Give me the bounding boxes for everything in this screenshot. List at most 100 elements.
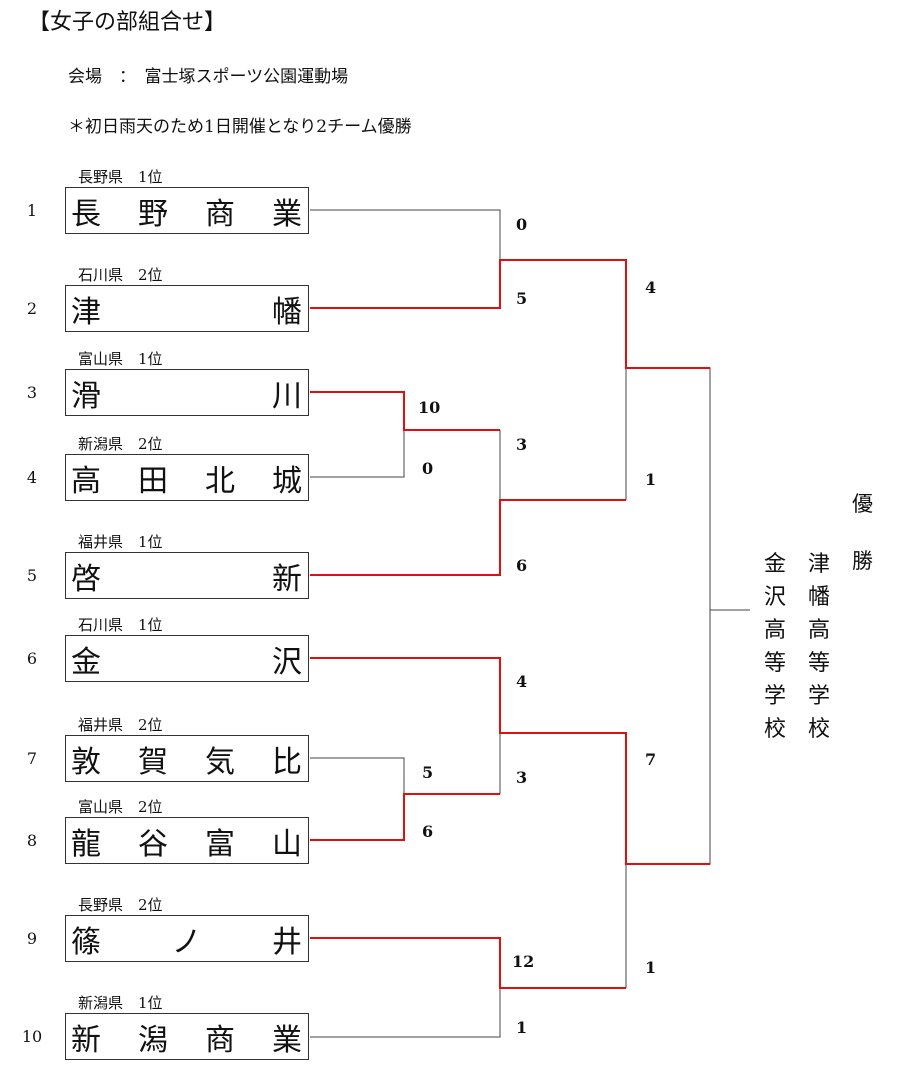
team-name-char: 北 xyxy=(205,463,235,499)
prefecture-rank: 福井県 1位 xyxy=(78,533,163,551)
line-t7 xyxy=(310,757,405,794)
champion-char: 幡 xyxy=(807,585,830,610)
score: 0 xyxy=(516,215,528,234)
prefecture-rank: 長野県 2位 xyxy=(78,896,163,914)
line-final xyxy=(626,367,711,865)
prefecture-rank: 長野県 1位 xyxy=(78,168,163,186)
score: 1 xyxy=(645,958,657,977)
champion-team-1: 津幡高等学校 xyxy=(804,548,834,746)
prefecture-rank: 石川県 2位 xyxy=(78,266,163,284)
team-name-box: 滑川 xyxy=(65,369,309,416)
team-name-char: 井 xyxy=(272,924,302,960)
score: 1 xyxy=(516,1018,528,1037)
venue-text: 会場 ： 富士塚スポーツ公園運動場 xyxy=(68,67,349,87)
score: 10 xyxy=(418,398,441,417)
seed-number: 2 xyxy=(26,299,38,318)
team-name-char: 富 xyxy=(205,826,235,862)
team-name-char: 商 xyxy=(205,1022,235,1058)
champion-char: 等 xyxy=(807,651,830,676)
win-t6 xyxy=(310,657,710,865)
win-t9 xyxy=(310,937,626,989)
score: 5 xyxy=(422,763,434,782)
prefecture-rank: 新潟県 1位 xyxy=(78,994,163,1012)
prefecture-rank: 福井県 2位 xyxy=(78,716,163,734)
team-name-box: 敦賀気比 xyxy=(65,735,309,782)
page-title: 【女子の部組合せ】 xyxy=(28,10,227,35)
team-name-char: 沢 xyxy=(272,644,302,680)
prefecture-rank: 富山県 2位 xyxy=(78,798,163,816)
team-name-box: 高田北城 xyxy=(65,454,309,501)
team-name-char: 川 xyxy=(272,378,302,414)
seed-number: 10 xyxy=(21,1027,43,1046)
champion-team-2: 金沢高等学校 xyxy=(760,548,790,746)
team-name-char: 津 xyxy=(71,294,101,330)
team-name-char: 高 xyxy=(71,463,101,499)
note-text: ＊初日雨天のため1日開催となり2チーム優勝 xyxy=(68,117,412,137)
score: 12 xyxy=(512,952,535,971)
team-name-char: 野 xyxy=(138,196,168,232)
team-name-char: 啓 xyxy=(71,561,101,597)
score: 3 xyxy=(516,435,528,454)
team-name-box: 津幡 xyxy=(65,285,309,332)
team-name-char: 幡 xyxy=(272,294,302,330)
team-name-char: 賀 xyxy=(138,744,168,780)
team-name-char: 金 xyxy=(71,644,101,680)
champion-label-2: 勝 xyxy=(852,549,873,573)
seed-number: 8 xyxy=(26,831,38,850)
score: 7 xyxy=(645,750,657,769)
score: 6 xyxy=(516,556,528,575)
score: 6 xyxy=(422,822,434,841)
champion-label-1: 優 xyxy=(852,492,873,516)
team-name-box: 金沢 xyxy=(65,635,309,682)
champion-char: 等 xyxy=(763,651,786,676)
prefecture-rank: 富山県 1位 xyxy=(78,350,163,368)
team-name-char: 谷 xyxy=(138,826,168,862)
champion-char: 学 xyxy=(763,684,786,709)
team-name-char: 比 xyxy=(272,744,302,780)
score: 0 xyxy=(422,459,434,478)
team-name-char: 敦 xyxy=(71,744,101,780)
champion-char: 学 xyxy=(807,684,830,709)
seed-number: 1 xyxy=(26,201,38,220)
team-name-box: 啓新 xyxy=(65,552,309,599)
champion-char: 金 xyxy=(763,552,786,577)
champion-char: 高 xyxy=(763,618,786,643)
seed-number: 4 xyxy=(26,468,38,487)
champion-char: 校 xyxy=(763,717,786,742)
team-name-char: ノ xyxy=(171,924,202,960)
line-t4 xyxy=(310,430,405,478)
score: 5 xyxy=(516,289,528,308)
seed-number: 6 xyxy=(26,649,38,668)
prefecture-rank: 新潟県 2位 xyxy=(78,435,163,453)
score: 1 xyxy=(645,470,657,489)
team-name-box: 新潟商業 xyxy=(65,1013,309,1060)
team-name-box: 篠ノ井 xyxy=(65,915,309,962)
win-t3 xyxy=(310,391,500,431)
line-t1 xyxy=(310,209,501,260)
champion-char: 校 xyxy=(807,717,830,742)
team-name-char: 滑 xyxy=(71,378,101,414)
seed-number: 5 xyxy=(26,566,38,585)
team-name-char: 新 xyxy=(71,1022,101,1058)
win-t5 xyxy=(310,499,626,576)
team-name-char: 篠 xyxy=(71,924,101,960)
team-name-char: 新 xyxy=(272,561,302,597)
team-name-char: 長 xyxy=(71,196,101,232)
score: 4 xyxy=(645,278,657,297)
seed-number: 7 xyxy=(26,749,38,768)
prefecture-rank: 石川県 1位 xyxy=(78,616,163,634)
team-name-char: 潟 xyxy=(138,1022,168,1058)
team-name-char: 商 xyxy=(205,196,235,232)
team-name-char: 気 xyxy=(205,744,235,780)
team-name-char: 業 xyxy=(272,1022,302,1058)
win-t8 xyxy=(310,793,500,841)
team-name-box: 龍谷富山 xyxy=(65,817,309,864)
win-t2 xyxy=(310,259,710,369)
team-name-char: 業 xyxy=(272,196,302,232)
seed-number: 3 xyxy=(26,383,38,402)
champion-char: 津 xyxy=(807,552,830,577)
champion-char: 沢 xyxy=(763,585,786,610)
team-name-char: 田 xyxy=(138,463,168,499)
team-name-char: 山 xyxy=(272,826,302,862)
